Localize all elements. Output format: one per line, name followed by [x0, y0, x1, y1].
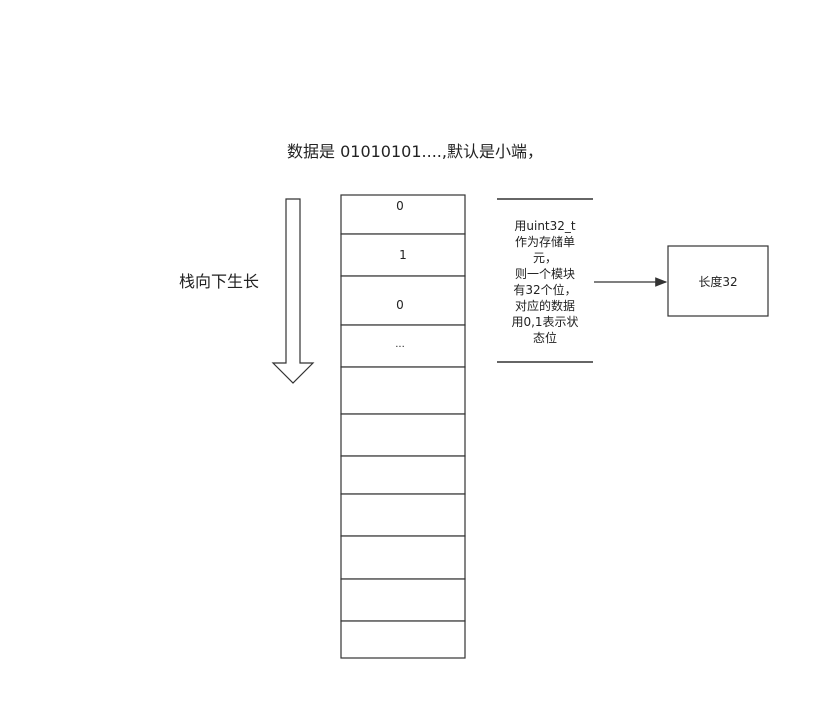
stack-cell: [340, 366, 466, 415]
note-text: 用uint32_t 作为存储单 元， 则一个模块 有32个位， 对应的数据 用0…: [511, 219, 579, 345]
stack-cell: [340, 578, 466, 622]
stack-cell-label: 0: [396, 298, 404, 312]
direction-label: 栈向下生长: [179, 272, 260, 291]
stack-cell: [340, 275, 466, 326]
stack-cell: [340, 620, 466, 659]
stack-cell: [340, 455, 466, 495]
stack-cell: [340, 493, 466, 537]
stack-cell-label: 1: [399, 248, 407, 262]
stack-cell-label: ...: [395, 339, 405, 350]
stack-cell: [340, 413, 466, 457]
stack-cell: [340, 194, 466, 235]
length-box: [667, 245, 769, 317]
diagram-title: 数据是 01010101....,默认是小端，: [287, 142, 543, 161]
stack-cell: [340, 233, 466, 277]
stack-column: [340, 194, 466, 659]
stack-cell: [340, 324, 466, 368]
stack-cell: [340, 535, 466, 580]
down-arrow-icon: [271, 198, 315, 384]
length-box-label: 长度32: [698, 275, 738, 289]
stack-cell-label: 0: [396, 199, 404, 213]
